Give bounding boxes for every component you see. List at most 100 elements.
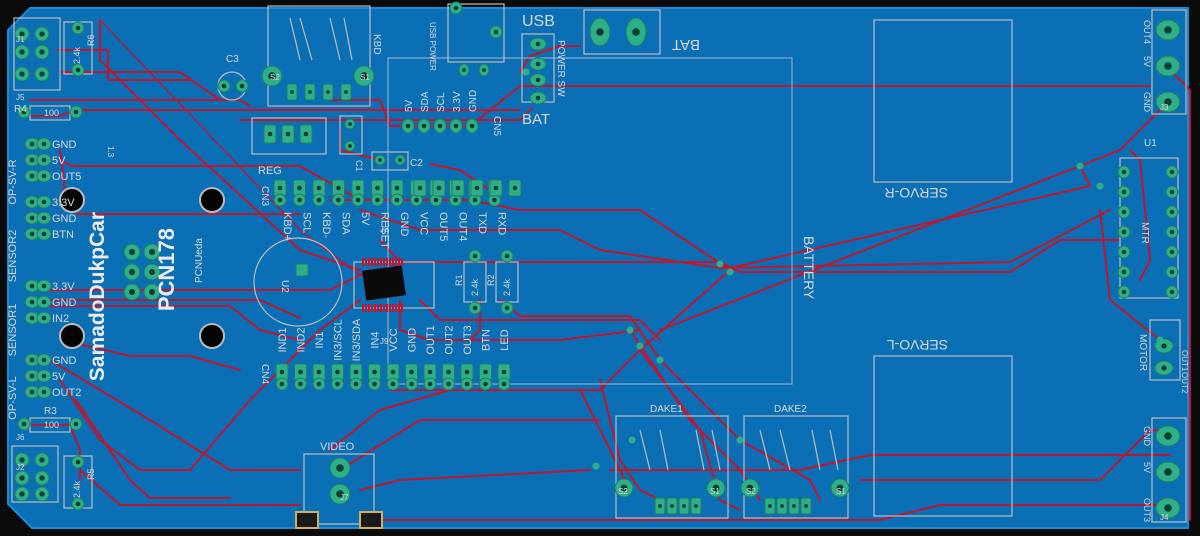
op-sv-r-pin-0-drill xyxy=(29,141,35,147)
u2-smd-pad xyxy=(401,258,403,266)
reg-label: REG xyxy=(258,165,282,177)
kbd-pin-2-drill xyxy=(326,90,330,94)
servo-r-pin-label: 5V xyxy=(1142,56,1152,67)
u1-left-pin-0-drill xyxy=(1121,169,1127,175)
cn4-pin-label: OUT2 xyxy=(444,325,456,354)
chip-u2 xyxy=(362,258,406,312)
traces xyxy=(29,19,1191,521)
video-label: VIDEO xyxy=(320,441,355,453)
c1-pad-b-drill xyxy=(348,144,352,148)
motor-pin-label: OUT1 xyxy=(1180,350,1189,372)
u1-left-pin-1-drill xyxy=(1121,189,1127,195)
r3-pad-b-drill xyxy=(73,421,79,427)
cn3-pin-b-1-drill xyxy=(297,197,302,203)
motor-pin-1-drill xyxy=(1161,365,1167,371)
j2-pad-0-drill xyxy=(19,457,25,463)
dake2-shield-right-drill xyxy=(836,484,844,492)
op-sv-l-pin2-0-drill xyxy=(41,357,47,363)
c3-pad-b-drill xyxy=(239,83,245,89)
via-11 xyxy=(522,68,530,76)
r3-pad-a-drill xyxy=(21,421,27,427)
cn4-pin-10-drill xyxy=(464,369,470,375)
via-3 xyxy=(656,356,664,364)
op-sv-r-pin2-2-drill xyxy=(41,173,47,179)
dake1-s1-label: S1 xyxy=(710,487,720,496)
cn5-label: CN5 xyxy=(491,116,502,136)
u1-right-pin-2-drill xyxy=(1169,209,1175,215)
u2-smd-pad xyxy=(374,304,376,312)
u2-smd-pad xyxy=(365,258,367,266)
logo-dot-5-drill xyxy=(148,288,156,296)
servo-l-pin-2-drill xyxy=(1164,432,1172,440)
cn4-pin-label: OUT1 xyxy=(425,325,437,354)
cn3-pin-b-2-drill xyxy=(316,197,322,203)
j1-pad-5-drill xyxy=(39,71,45,77)
u2-smd-pad xyxy=(371,304,373,312)
cn4-pin-label: IN4 xyxy=(370,331,382,348)
cn3-extra-0-drill xyxy=(417,185,423,191)
cn4-pin-b-9-drill xyxy=(446,381,451,387)
cn4-pin-label: IN3/SCL xyxy=(333,319,345,361)
dake2-label: DAKE2 xyxy=(774,404,807,415)
r2-label: R2 xyxy=(486,274,496,286)
r6-pad-a-drill xyxy=(75,25,81,31)
via-9 xyxy=(628,436,636,444)
j1-pad-0-drill xyxy=(19,31,25,37)
j2-label: J2 xyxy=(16,463,25,472)
video-pad-a-drill xyxy=(336,464,344,472)
j2-pad-3-drill xyxy=(39,457,45,463)
dake2-shield-left-drill xyxy=(746,484,754,492)
j3-label: J3 xyxy=(1160,103,1169,112)
cn3-extra-5-drill xyxy=(512,185,518,191)
sensor2-pin-1-drill xyxy=(29,215,35,221)
usb-power-pad-b-drill xyxy=(482,68,486,72)
cn4-pin-3-drill xyxy=(335,369,340,375)
reg-pin-1-drill xyxy=(285,131,291,137)
u1-left-pin-3-drill xyxy=(1121,229,1127,235)
video-jack-tab-right xyxy=(359,511,383,529)
u2-smd-pad xyxy=(371,258,373,266)
cn5-pin-4-drill xyxy=(469,123,475,129)
via-7 xyxy=(1156,336,1164,344)
servo-l-pin-label: OUT3 xyxy=(1142,498,1152,522)
cn4-pin-label: OUT3 xyxy=(462,325,474,354)
cn3-pin-b-3-drill xyxy=(336,197,341,203)
kbd-label: KBD xyxy=(371,34,382,55)
r1-pad-b-drill xyxy=(472,305,478,311)
op-sv-r-pin-label: 5V xyxy=(52,155,66,167)
usb-power-pad-a-drill xyxy=(462,68,466,72)
dake1-pin-2-drill xyxy=(682,504,686,508)
cn4-pin-label: IND2 xyxy=(296,327,308,352)
sensor1-pin-1-drill xyxy=(29,299,35,305)
cn3-pin-label: 5V xyxy=(359,212,371,226)
j1-pad-4-drill xyxy=(39,49,45,55)
cn4-pin-5-drill xyxy=(372,369,377,375)
cn3-pin-label: RESET xyxy=(379,212,391,249)
cn4-pin-11-drill xyxy=(483,369,488,375)
cn3-extra-2-drill xyxy=(455,185,461,191)
r4-pad-b-drill xyxy=(73,109,79,115)
cn4-pin-b-7-drill xyxy=(409,381,414,387)
r6-label: R6 xyxy=(86,34,96,46)
kbd-s2-label: S2 xyxy=(270,73,280,82)
cn3-pin-label: OUT4 xyxy=(457,212,469,241)
cn3-extra-3-drill xyxy=(474,185,480,191)
cn3-pin-label: VCC xyxy=(418,212,430,235)
j2-pad-5-drill xyxy=(39,491,45,497)
j1-pad-2-drill xyxy=(19,71,25,77)
servo-r-pin-label: GND xyxy=(1142,92,1152,113)
via-1 xyxy=(726,268,734,276)
r3-value: 100 xyxy=(44,420,59,430)
r1-label: R1 xyxy=(454,274,464,286)
cn5-pin-2-drill xyxy=(437,123,443,129)
dake2-pin-1-drill xyxy=(780,504,784,508)
sensor2-pin2-1-drill xyxy=(41,215,47,221)
cn5-pin-label: 3.3V xyxy=(452,91,463,112)
cn3-pin-label: TXD xyxy=(476,212,488,234)
u1-left-pin-4-drill xyxy=(1121,249,1127,255)
u2-smd-pad xyxy=(377,304,379,312)
pads xyxy=(14,1,1181,519)
u1-left-pin-2-drill xyxy=(1121,209,1127,215)
u1-right-pin-5-drill xyxy=(1169,269,1175,275)
op-sv-l-pin2-2-drill xyxy=(41,389,47,395)
